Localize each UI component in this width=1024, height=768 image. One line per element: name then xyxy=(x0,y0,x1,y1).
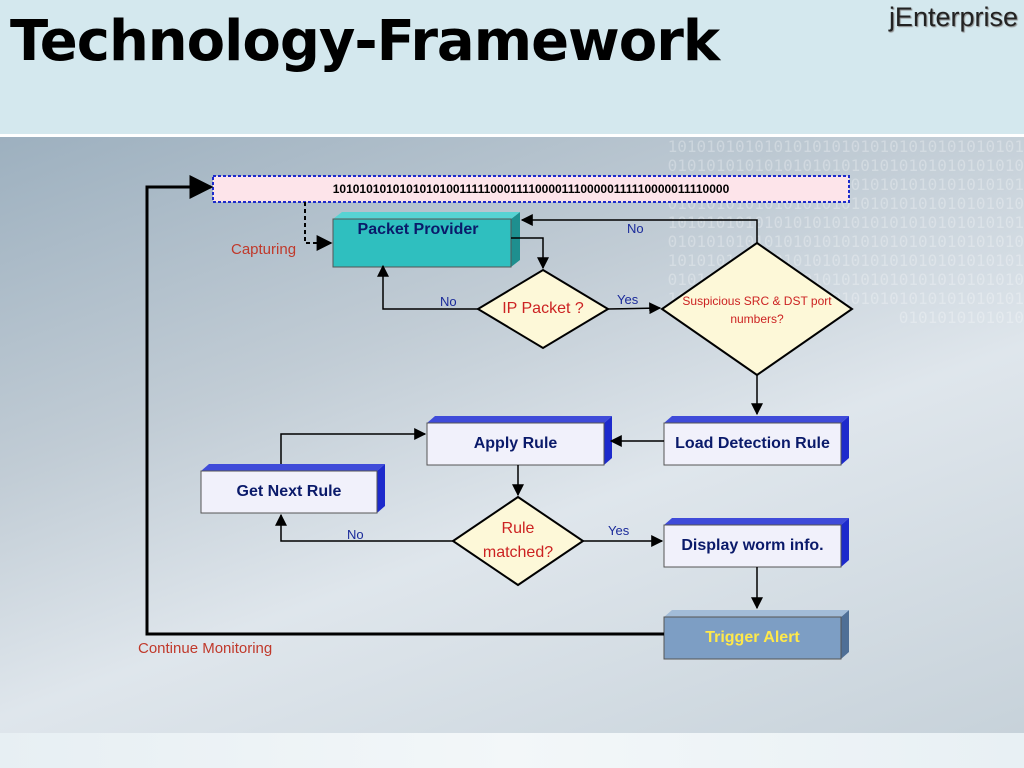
get-next-rule-label: Get Next Rule xyxy=(236,483,342,500)
provider-to-ip-arrow xyxy=(511,237,549,270)
title-divider xyxy=(0,134,1024,137)
display-worm-label: Display worm info. xyxy=(681,537,824,554)
suspicious-no-label: No xyxy=(627,221,644,236)
ip-no-label: No xyxy=(440,294,457,309)
load-rule-label: Load Detection Rule xyxy=(675,435,830,452)
bitstream-text: 1010101010101010100111110001111000011100… xyxy=(332,182,730,196)
packet-provider-label: Packet Provider xyxy=(357,221,479,238)
rule-matched-diamond xyxy=(451,495,585,587)
get-next-rule-box xyxy=(200,464,385,514)
capturing-connector xyxy=(304,202,333,251)
rule-no-arrow xyxy=(275,513,453,542)
apply-rule-label: Apply Rule xyxy=(473,435,558,452)
ip-yes-label: Yes xyxy=(617,292,639,307)
suspicious-label: Suspicious SRC & DST port numbers? xyxy=(682,294,832,326)
apply-rule-box xyxy=(426,416,612,466)
next-to-apply-arrow xyxy=(280,428,427,464)
trigger-alert-label: Trigger Alert xyxy=(705,629,800,646)
ip-packet-diamond xyxy=(476,268,610,350)
suspicious-no-arrow xyxy=(520,214,758,243)
trigger-alert-box xyxy=(663,610,849,660)
packet-provider-box xyxy=(332,212,520,268)
rule-no-label: No xyxy=(347,527,364,542)
ip-yes-arrow xyxy=(607,302,662,315)
load-rule-box xyxy=(663,416,849,466)
capturing-label: Capturing xyxy=(231,241,297,258)
continue-monitoring-loop xyxy=(145,175,664,636)
bitstream-bar xyxy=(212,175,850,203)
bottom-band xyxy=(0,733,1024,768)
page-title: Technology-Framework xyxy=(10,9,720,74)
ip-no-arrow xyxy=(377,264,478,310)
brand-logo: jEnterprise xyxy=(888,2,1018,32)
rule-matched-label: Rule matched? xyxy=(482,520,554,561)
display-worm-box xyxy=(663,518,849,568)
ip-packet-label: IP Packet ? xyxy=(502,300,584,317)
continue-monitoring-label: Continue Monitoring xyxy=(138,640,273,657)
rule-yes-label: Yes xyxy=(608,523,630,538)
